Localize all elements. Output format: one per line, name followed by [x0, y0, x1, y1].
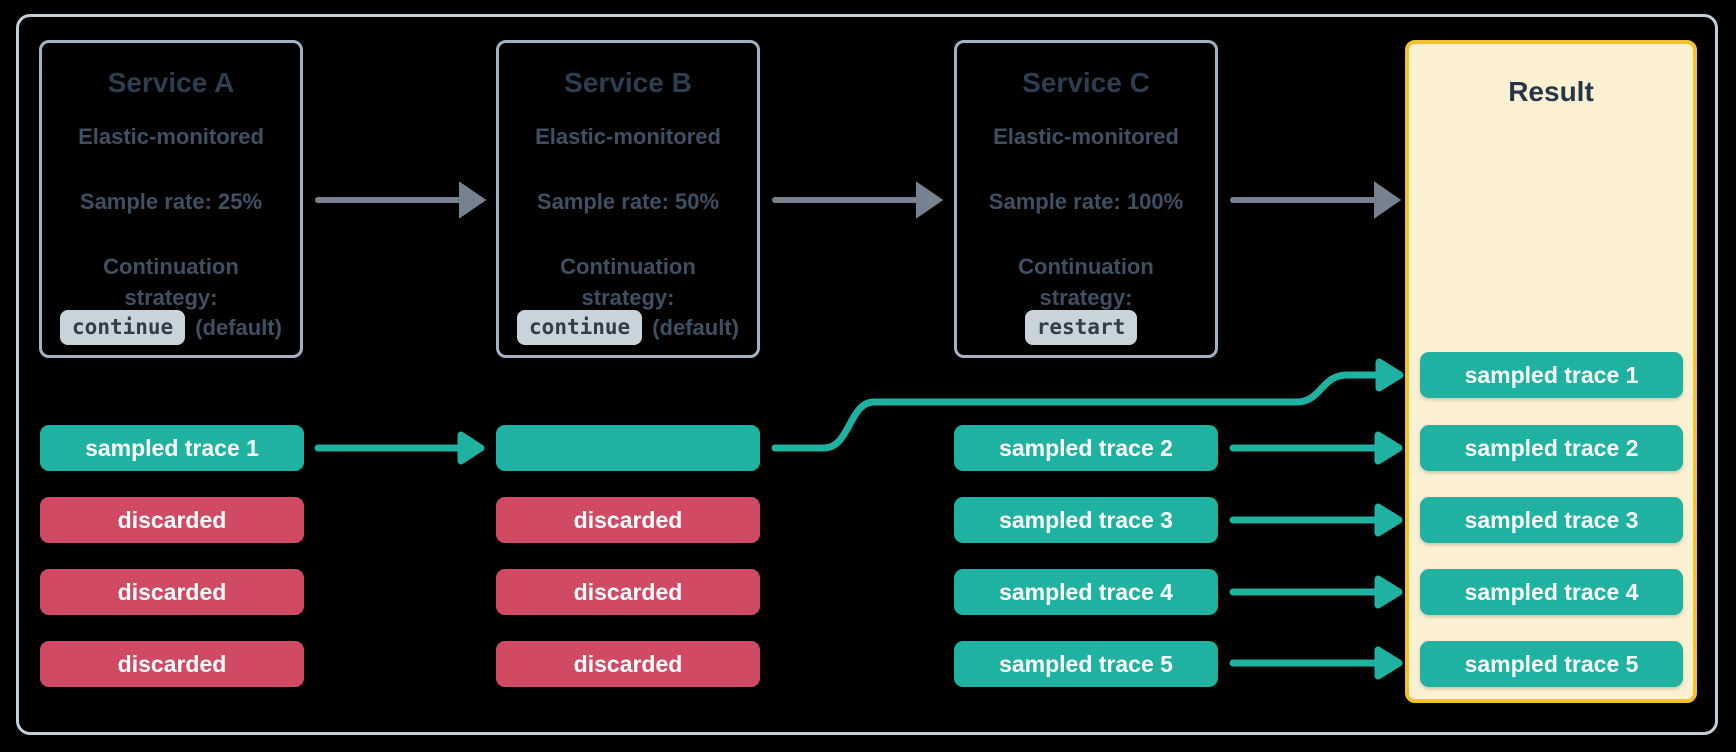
service-a-box: Service A Elastic-monitored Sample rate:… [39, 40, 303, 358]
service-b-monitoring-label: Elastic-monitored [535, 124, 721, 149]
service-c-continuation-label: Continuation [1018, 254, 1154, 279]
result-trace-chip-4: sampled trace 4 [1420, 569, 1683, 615]
service-c-title: Service C [1022, 67, 1150, 98]
service-a-strategy-row: continue (default) [42, 310, 300, 345]
service-a-strategy-code-chip: continue [60, 310, 186, 345]
service-c-box: Service C Elastic-monitored Sample rate:… [954, 40, 1218, 358]
result-trace-chip-5: sampled trace 5 [1420, 641, 1683, 687]
service-b-title: Service B [564, 67, 692, 98]
service-b-continuation-label: Continuation [560, 254, 696, 279]
result-box: Result sampled trace 1 sampled trace 2 s… [1405, 40, 1697, 703]
service-a-strategy-suffix: (default) [195, 314, 282, 340]
service-a-strategy-label: strategy: [124, 285, 218, 310]
lane-a-discarded-chip-1: discarded [40, 497, 304, 543]
lane-c-sampled-trace-chip-2: sampled trace 2 [954, 425, 1218, 471]
service-b-strategy-row: continue (default) [499, 310, 757, 345]
result-title: Result [1508, 76, 1594, 107]
service-c-strategy-code-chip: restart [1024, 310, 1138, 345]
service-b-sample-rate: Sample rate: 50% [536, 189, 720, 214]
result-trace-chip-1: sampled trace 1 [1420, 352, 1683, 398]
service-c-strategy-row: restart [957, 310, 1215, 345]
service-c-sample-rate: Sample rate: 100% [988, 189, 1184, 214]
lane-b-discarded-chip-3: discarded [496, 641, 760, 687]
service-b-strategy-code-chip: continue [517, 310, 643, 345]
lane-c-sampled-trace-chip-4: sampled trace 4 [954, 569, 1218, 615]
service-a-monitoring-label: Elastic-monitored [78, 124, 264, 149]
lane-c-sampled-trace-chip-5: sampled trace 5 [954, 641, 1218, 687]
lane-a-discarded-chip-2: discarded [40, 569, 304, 615]
lane-a-sampled-trace-chip: sampled trace 1 [40, 425, 304, 471]
result-trace-chip-3: sampled trace 3 [1420, 497, 1683, 543]
lane-a-discarded-chip-3: discarded [40, 641, 304, 687]
lane-b-sampled-trace-chip-empty [496, 425, 760, 471]
service-b-strategy-suffix: (default) [652, 314, 739, 340]
result-trace-chip-2: sampled trace 2 [1420, 425, 1683, 471]
lane-b-discarded-chip-2: discarded [496, 569, 760, 615]
service-a-continuation-label: Continuation [103, 254, 239, 279]
service-b-box: Service B Elastic-monitored Sample rate:… [496, 40, 760, 358]
service-a-sample-rate: Sample rate: 25% [79, 189, 263, 214]
lane-b-discarded-chip-1: discarded [496, 497, 760, 543]
diagram-frame [16, 14, 1718, 735]
service-a-title: Service A [107, 67, 235, 98]
lane-c-sampled-trace-chip-3: sampled trace 3 [954, 497, 1218, 543]
service-b-strategy-label: strategy: [581, 285, 675, 310]
service-c-strategy-label: strategy: [1039, 285, 1133, 310]
service-c-monitoring-label: Elastic-monitored [993, 124, 1179, 149]
